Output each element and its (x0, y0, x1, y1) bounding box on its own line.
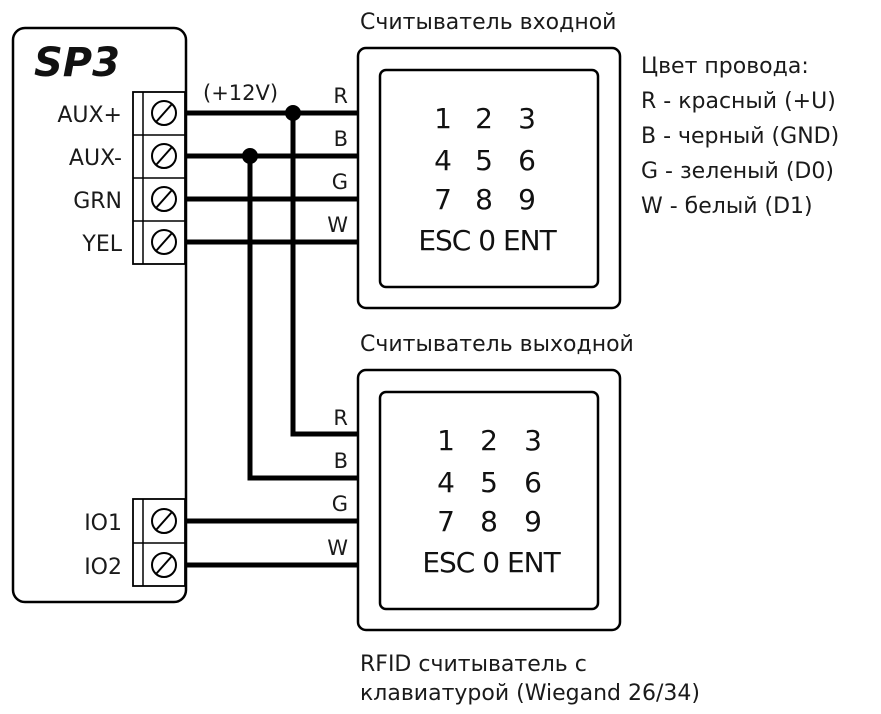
terminal-label-io2: IO2 (84, 555, 122, 580)
key-7: 7 (437, 505, 455, 538)
wire-label-r: R (333, 84, 348, 108)
terminal-block-bottom (132, 498, 186, 587)
reader-in-title: Считыватель входной (360, 10, 616, 35)
wire-label-w: W (327, 536, 348, 560)
key-3: 3 (518, 102, 536, 135)
controller-title: SP3 (34, 40, 120, 86)
reader-out-keypad-box (378, 390, 600, 611)
key-5: 5 (475, 144, 493, 177)
voltage-label: (+12V) (203, 81, 278, 105)
wire-power-branch (290, 113, 358, 437)
key-9: 9 (524, 505, 542, 538)
key-4: 4 (437, 466, 455, 499)
key-6: 6 (524, 466, 542, 499)
key-row-esc-0-ent: ESC 0 ENT (422, 546, 561, 579)
key-9: 9 (518, 183, 536, 216)
key-2: 2 (480, 424, 498, 457)
wire-label-r: R (333, 406, 348, 430)
reader-out-keypad: 1 2 3 4 5 6 7 8 9 ESC 0 ENT (422, 424, 562, 579)
screw-terminal-icon (151, 552, 177, 578)
terminal-label-aux-minus: AUX- (69, 146, 122, 171)
junction-dot-ground (242, 148, 258, 164)
key-6: 6 (518, 144, 536, 177)
key-2: 2 (475, 102, 493, 135)
key-row-esc-0-ent: ESC 0 ENT (418, 224, 557, 257)
terminal-label-grn: GRN (73, 189, 122, 214)
screw-terminal-icon (151, 229, 177, 255)
key-5: 5 (480, 466, 498, 499)
screw-terminal-icon (151, 100, 177, 126)
legend-item: W - белый (D1) (641, 194, 813, 219)
wire-label-g: G (332, 492, 348, 516)
reader-out-caption-line1: RFID считыватель с (360, 652, 587, 677)
reader-in-keypad-box (378, 68, 600, 289)
legend-title: Цвет провода: (641, 54, 809, 79)
terminal-label-aux-plus: AUX+ (57, 103, 122, 128)
key-1: 1 (437, 424, 455, 457)
key-8: 8 (480, 505, 498, 538)
key-3: 3 (524, 424, 542, 457)
terminal-label-yel: YEL (81, 232, 122, 257)
key-7: 7 (434, 183, 452, 216)
wire-label-w: W (327, 213, 348, 237)
legend-item: B - черный (GND) (641, 124, 839, 149)
wire-color-legend: Цвет провода: R - красный (+U) B - черны… (641, 54, 839, 219)
wire-label-b: B (334, 449, 348, 473)
terminal-block-top (132, 91, 186, 265)
legend-item: G - зеленый (D0) (641, 159, 834, 184)
screw-terminal-icon (151, 508, 177, 534)
legend-item: R - красный (+U) (641, 89, 836, 114)
key-4: 4 (434, 144, 452, 177)
wire-label-b: B (334, 127, 348, 151)
terminal-label-io1: IO1 (84, 511, 122, 536)
reader-out-title: Считыватель выходной (360, 332, 634, 357)
key-8: 8 (475, 183, 493, 216)
screw-terminal-icon (151, 143, 177, 169)
key-1: 1 (434, 102, 452, 135)
junction-dot-power (285, 105, 301, 121)
wire-ground-branch (247, 156, 358, 481)
reader-out-caption-line2: клавиатурой (Wiegand 26/34) (360, 681, 700, 706)
reader-in-keypad: 1 2 3 4 5 6 7 8 9 ESC 0 ENT (418, 102, 558, 257)
screw-terminal-icon (151, 186, 177, 212)
wire-label-g: G (332, 170, 348, 194)
